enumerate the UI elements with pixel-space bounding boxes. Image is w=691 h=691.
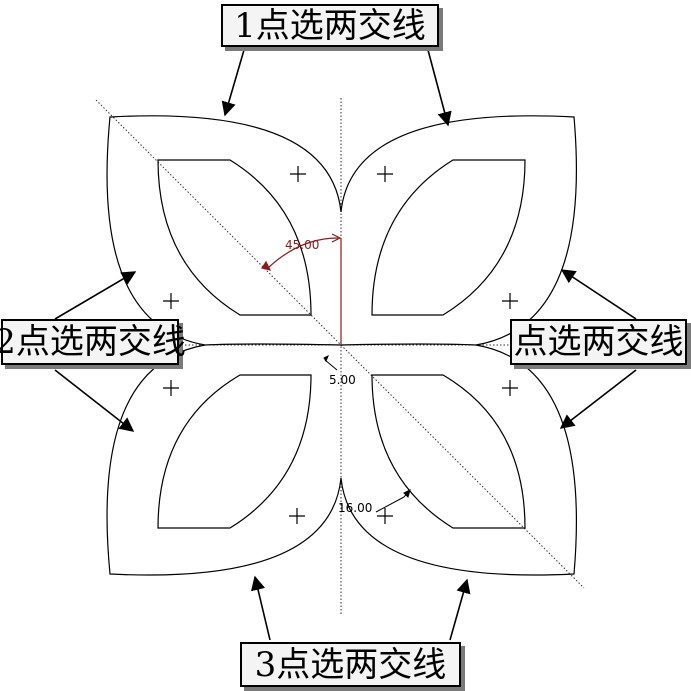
inner-petal-top-right xyxy=(371,159,526,316)
plus-marker xyxy=(163,380,179,396)
callout-arrow xyxy=(449,578,471,641)
plus-marker xyxy=(377,508,393,524)
outer-petal-bottom-left xyxy=(106,344,342,576)
outer-petal-top-right xyxy=(340,115,577,346)
plus-markers xyxy=(163,166,518,524)
plus-marker xyxy=(377,166,393,182)
plus-marker xyxy=(502,380,518,396)
callout-arrow xyxy=(221,49,245,117)
callout-label-top: 1点选两交线 xyxy=(221,4,439,47)
plus-marker xyxy=(290,166,306,182)
plus-marker xyxy=(163,293,179,309)
outer-petal-top-left xyxy=(106,115,342,346)
callout-arrow xyxy=(54,271,137,320)
width-dimension xyxy=(375,489,411,513)
callout-label-right: 点选两交线 xyxy=(510,319,687,365)
plus-marker xyxy=(502,293,518,309)
angle-dimension xyxy=(261,233,342,345)
width-dimension-text: 16.00 xyxy=(338,501,372,515)
inner-petal-top-left xyxy=(157,159,312,316)
callout-arrow xyxy=(54,369,135,432)
inner-petal-bottom-right xyxy=(371,374,526,529)
callout-arrow xyxy=(559,369,637,429)
offset-dimension xyxy=(323,354,338,371)
outer-petals xyxy=(106,115,577,576)
callout-label-left: 2点选两交线 xyxy=(0,319,186,365)
callout-label-bottom: 3点选两交线 xyxy=(240,642,461,687)
diagonal-centerline xyxy=(95,99,585,589)
callout-arrows xyxy=(54,49,637,641)
callout-arrow xyxy=(560,269,637,320)
outer-petal-bottom-right xyxy=(340,344,577,576)
callout-arrow xyxy=(250,575,271,641)
angle-dimension-text: 45.00 xyxy=(285,238,319,252)
plus-marker xyxy=(289,508,305,524)
inner-petals xyxy=(157,159,526,529)
inner-petal-bottom-left xyxy=(157,374,312,529)
callout-arrow xyxy=(427,49,452,127)
offset-dimension-text: 5.00 xyxy=(329,373,356,387)
